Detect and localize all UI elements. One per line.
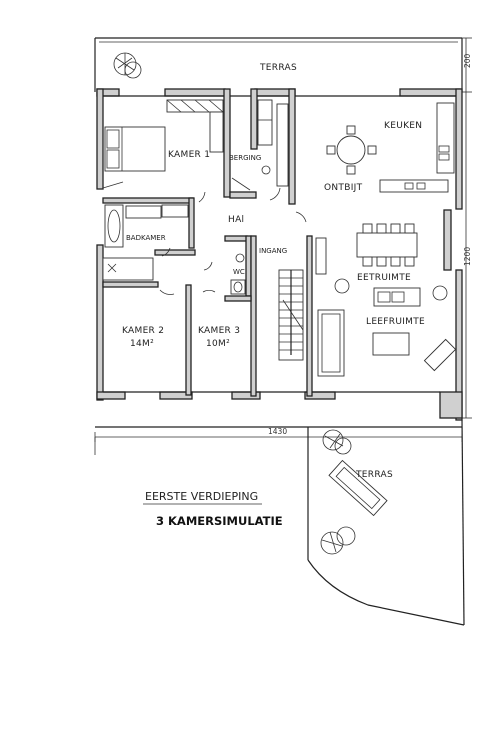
living-furniture bbox=[317, 287, 457, 377]
berging-furniture bbox=[231, 99, 289, 191]
bathroom-furniture bbox=[102, 204, 189, 281]
eetruimte-label: EETRUIMTE bbox=[357, 273, 411, 283]
kamer1-furniture bbox=[102, 99, 224, 189]
berging-label: BERGING bbox=[229, 154, 261, 162]
title-line1: EERSTE VERDIEPING bbox=[145, 490, 258, 503]
dim-right: 1200 bbox=[463, 247, 472, 266]
room-labels: TERRAS KAMER 1 BERGING KEUKEN ONTBIJT HA… bbox=[122, 63, 425, 480]
ingang-label: INGANG bbox=[259, 247, 287, 255]
title-block: EERSTE VERDIEPING 3 KAMERSIMULATIE bbox=[143, 490, 283, 528]
kamer3-area: 10M² bbox=[206, 339, 230, 349]
door-swings bbox=[159, 187, 307, 295]
plant-icon bbox=[113, 52, 142, 79]
keuken-label: KEUKEN bbox=[384, 121, 422, 131]
kamer2-label: KAMER 2 bbox=[122, 326, 164, 336]
leefruimte-label: LEEFRUIMTE bbox=[366, 317, 425, 327]
hal-label: HAl bbox=[228, 215, 244, 225]
kamer1-label: KAMER 1 bbox=[168, 150, 210, 160]
terras-top-label: TERRAS bbox=[259, 63, 297, 73]
kamer2-area: 14M² bbox=[130, 339, 154, 349]
outer-walls bbox=[96, 88, 463, 421]
dim-bottom: 1430 bbox=[268, 427, 287, 436]
interior-walls bbox=[102, 88, 452, 397]
bottom-terrace bbox=[94, 419, 465, 626]
plant-icon bbox=[322, 429, 352, 455]
ontbijt-label: ONTBIJT bbox=[324, 183, 363, 193]
wc-furniture bbox=[230, 253, 246, 295]
terras-bottom-label: TERRAS bbox=[355, 470, 393, 480]
top-terrace bbox=[94, 37, 463, 92]
kamer3-label: KAMER 3 bbox=[198, 326, 240, 336]
staircase bbox=[278, 237, 327, 361]
kitchen-furniture bbox=[326, 102, 455, 193]
title-line2: 3 KAMERSIMULATIE bbox=[156, 514, 283, 528]
dimension-labels: 200 1200 1430 bbox=[268, 53, 472, 436]
dim-top: 200 bbox=[463, 53, 472, 68]
dimension-lines bbox=[94, 37, 472, 442]
dining-furniture bbox=[334, 223, 448, 301]
wc-label: WC bbox=[233, 268, 245, 276]
plant-icon bbox=[320, 526, 356, 555]
badkamer-label: BADKAMER bbox=[126, 234, 166, 242]
